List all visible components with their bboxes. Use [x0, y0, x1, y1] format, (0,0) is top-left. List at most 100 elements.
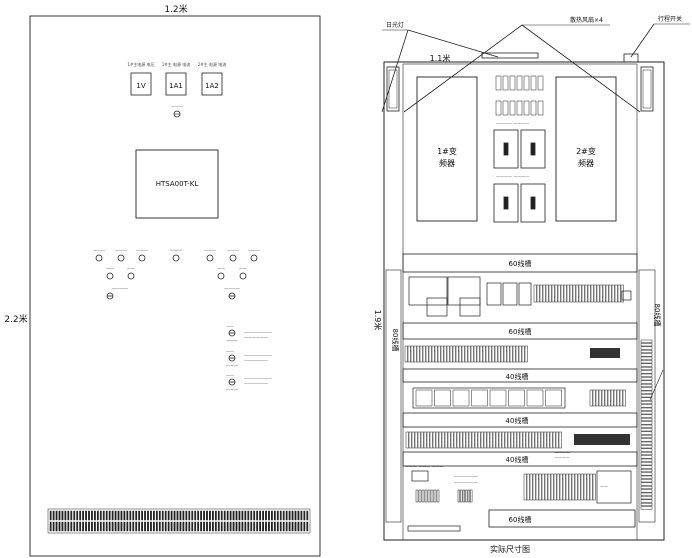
- terminal: [602, 284, 606, 303]
- side-buttons: [228, 329, 236, 386]
- terminal-bar: [147, 510, 149, 521]
- terminal: [462, 431, 466, 449]
- meter-1a2-label: 1A2: [205, 82, 219, 90]
- terminal: [563, 284, 567, 303]
- terminal-bar: [150, 521, 152, 532]
- terminal-bar: [129, 521, 132, 532]
- meter-caption-1a1: 1#主 电源 电流: [162, 61, 190, 67]
- terminal-bar: [76, 521, 79, 532]
- svg-text:———: ———: [136, 248, 148, 253]
- terminal: [515, 345, 519, 363]
- svg-text:频器: 频器: [439, 158, 455, 168]
- terminal-bar: [70, 521, 73, 532]
- terminal-bar: [91, 510, 93, 521]
- terminal: [640, 485, 653, 490]
- svg-text:60线槽: 60线槽: [509, 327, 532, 336]
- terminal: [640, 502, 653, 507]
- terminal: [640, 434, 653, 439]
- terminal: [589, 389, 593, 407]
- terminal-bar: [217, 521, 220, 532]
- terminal: [488, 345, 492, 363]
- terminal-bar: [67, 510, 70, 521]
- terminal-bar: [209, 521, 211, 532]
- terminal-bar: [173, 521, 176, 532]
- terminal-bar: [76, 510, 79, 521]
- terminal-bar: [132, 521, 135, 532]
- vtrough-right: [638, 269, 656, 523]
- terminal: [486, 431, 490, 449]
- terminal-bar: [294, 521, 297, 532]
- terminal: [430, 489, 434, 503]
- terminal: [424, 489, 428, 503]
- terminal-bar: [105, 521, 108, 532]
- terminal-bar: [161, 521, 164, 532]
- terminal-bar: [126, 510, 129, 521]
- terminal-bar: [303, 521, 306, 532]
- terminal: [640, 506, 653, 510]
- terminal-bar: [135, 510, 138, 521]
- svg-text:———: ———: [204, 248, 216, 253]
- terminal-bar: [247, 510, 250, 521]
- terminal: [506, 345, 510, 363]
- terminal: [572, 284, 576, 303]
- trough-4: [402, 412, 638, 428]
- terminal: [583, 473, 587, 501]
- terminal: [513, 431, 517, 449]
- callout-fluorescent-lamp: 日光灯: [386, 21, 404, 29]
- terminal: [640, 492, 653, 496]
- terminal: [407, 345, 411, 363]
- terminal-bar: [232, 510, 235, 521]
- terminal: [589, 473, 593, 501]
- terminal-bar: [271, 521, 273, 532]
- meter-select-switch: [173, 110, 181, 118]
- terminal: [468, 431, 472, 449]
- terminal-bar: [265, 521, 267, 532]
- svg-text:40线槽: 40线槽: [506, 455, 529, 464]
- trough-3: [402, 368, 638, 383]
- terminal-bar: [105, 510, 108, 521]
- terminal: [489, 431, 493, 449]
- svg-text:——: ——: [600, 484, 608, 489]
- terminal-bar: [182, 510, 185, 521]
- terminal-bar: [52, 521, 55, 532]
- terminal-bar: [88, 521, 90, 532]
- terminal: [521, 345, 525, 363]
- terminal: [613, 389, 617, 407]
- svg-text:2#变: 2#变: [576, 146, 596, 156]
- terminal-bar: [268, 510, 270, 521]
- terminal-bar: [197, 510, 200, 521]
- terminal: [415, 489, 419, 503]
- terminal: [528, 431, 532, 449]
- figure-caption: 实际尺寸图: [490, 544, 530, 554]
- inverter-1: [416, 76, 478, 222]
- vtrough-left: [385, 269, 402, 523]
- terminal: [519, 431, 523, 449]
- terminal-bar: [276, 510, 279, 521]
- trough-2: [402, 322, 638, 340]
- terminal: [640, 462, 653, 466]
- module: [415, 389, 433, 407]
- module: [545, 389, 562, 407]
- terminal: [429, 431, 433, 449]
- terminal: [457, 489, 460, 503]
- terminal-bar: [191, 521, 194, 532]
- terminal: [545, 284, 549, 303]
- terminal-bar: [200, 510, 202, 521]
- terminal-bar: [102, 521, 105, 532]
- terminal: [417, 431, 421, 449]
- svg-text:——————: ——————: [454, 480, 478, 485]
- terminal: [608, 284, 612, 303]
- terminal: [467, 489, 470, 503]
- terminal: [617, 284, 621, 303]
- terminal: [598, 389, 602, 407]
- terminal: [553, 473, 557, 501]
- terminal: [543, 431, 547, 449]
- terminal-bar: [226, 510, 229, 521]
- callout-fans: 散热风扇×4: [570, 16, 603, 24]
- terminal-bar: [144, 510, 146, 521]
- terminal-bar: [82, 521, 84, 532]
- terminal-bar: [244, 521, 247, 532]
- svg-text:———: ———: [227, 248, 239, 253]
- terminal-bar: [85, 521, 87, 532]
- terminal-bar: [170, 521, 173, 532]
